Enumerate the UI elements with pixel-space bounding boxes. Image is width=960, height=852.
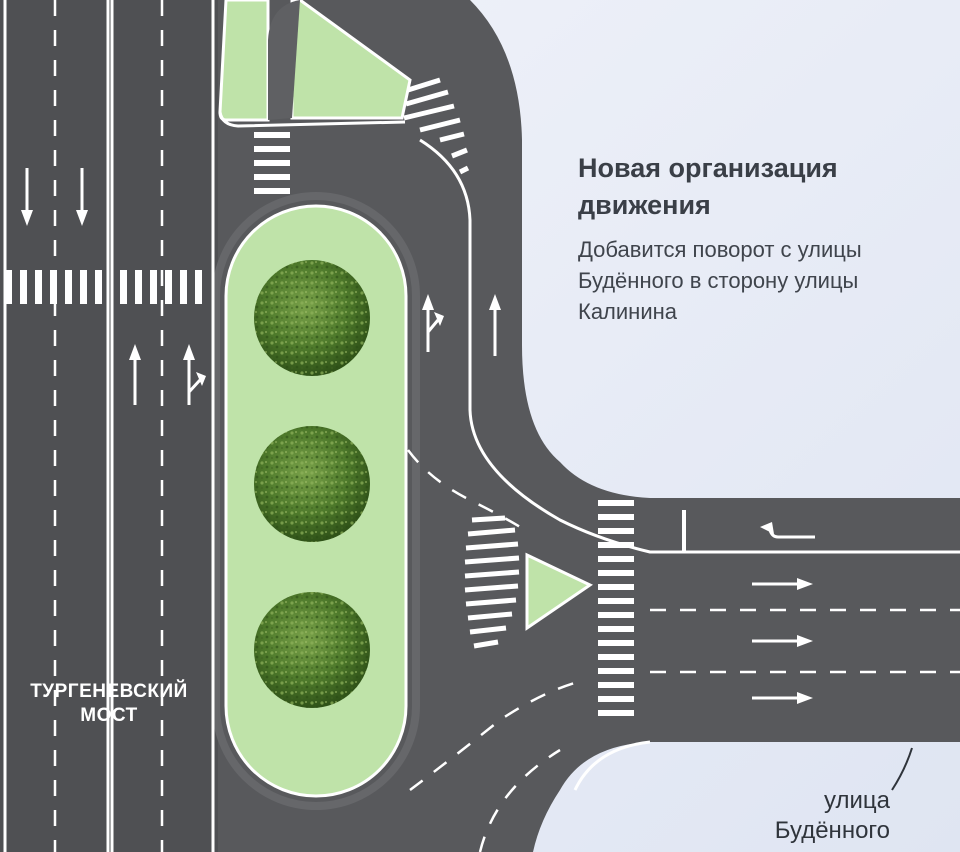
- arrow-right-3: [752, 692, 813, 704]
- description-line-1: Добавится поворот с улицы: [578, 237, 862, 262]
- heading: Новая организация движения: [578, 150, 918, 224]
- right-triangle-island: [525, 552, 594, 631]
- tree-2: [254, 426, 370, 542]
- arrow-right-2: [752, 635, 813, 647]
- stop-line: [682, 510, 686, 552]
- street-label-line-2: Будённого: [774, 817, 890, 844]
- description: Добавится поворот с улицы Будённого в ст…: [578, 234, 948, 327]
- edge-lines: [3, 0, 960, 852]
- hatched-island-top: [403, 77, 470, 175]
- bridge-label-line-1: ТУРГЕНЕВСКИЙ: [30, 681, 188, 702]
- bridge-center-lines: [106, 0, 114, 852]
- crosswalk-right: [598, 500, 634, 716]
- crosswalk-bridge: [5, 270, 202, 304]
- arrow-up-2: [489, 294, 501, 356]
- heading-line-1: Новая организация: [578, 153, 838, 183]
- arrow-up-right-2: [422, 294, 444, 352]
- tree-3: [254, 592, 370, 708]
- street-label: улица Будённого: [712, 786, 890, 846]
- description-line-2: Будённого в сторону улицы: [578, 268, 859, 293]
- street-label-line-1: улица: [824, 787, 890, 814]
- top-median: [218, 0, 270, 122]
- arrow-up-right-1: [183, 344, 206, 405]
- lane-arrows: [21, 168, 815, 704]
- heading-line-2: движения: [578, 190, 711, 220]
- arrow-down-1: [21, 168, 33, 226]
- bridge-label-line-2: МОСТ: [80, 705, 138, 726]
- description-line-3: Калинина: [578, 299, 677, 324]
- arrow-right-1: [752, 578, 813, 590]
- arrow-down-2: [76, 168, 88, 226]
- street-leader-line: [891, 747, 913, 791]
- bridge-label: ТУРГЕНЕВСКИЙ МОСТ: [0, 680, 218, 728]
- ramp-road: [268, 0, 300, 120]
- arrow-up-1: [129, 344, 141, 405]
- arrow-left-turn: [760, 522, 815, 539]
- crosswalk-top: [254, 132, 290, 194]
- tree-1: [254, 260, 370, 376]
- dashed-lane-lines: [53, 0, 960, 852]
- central-median-curb: [212, 192, 420, 810]
- hatched-island-bottom: [464, 515, 520, 649]
